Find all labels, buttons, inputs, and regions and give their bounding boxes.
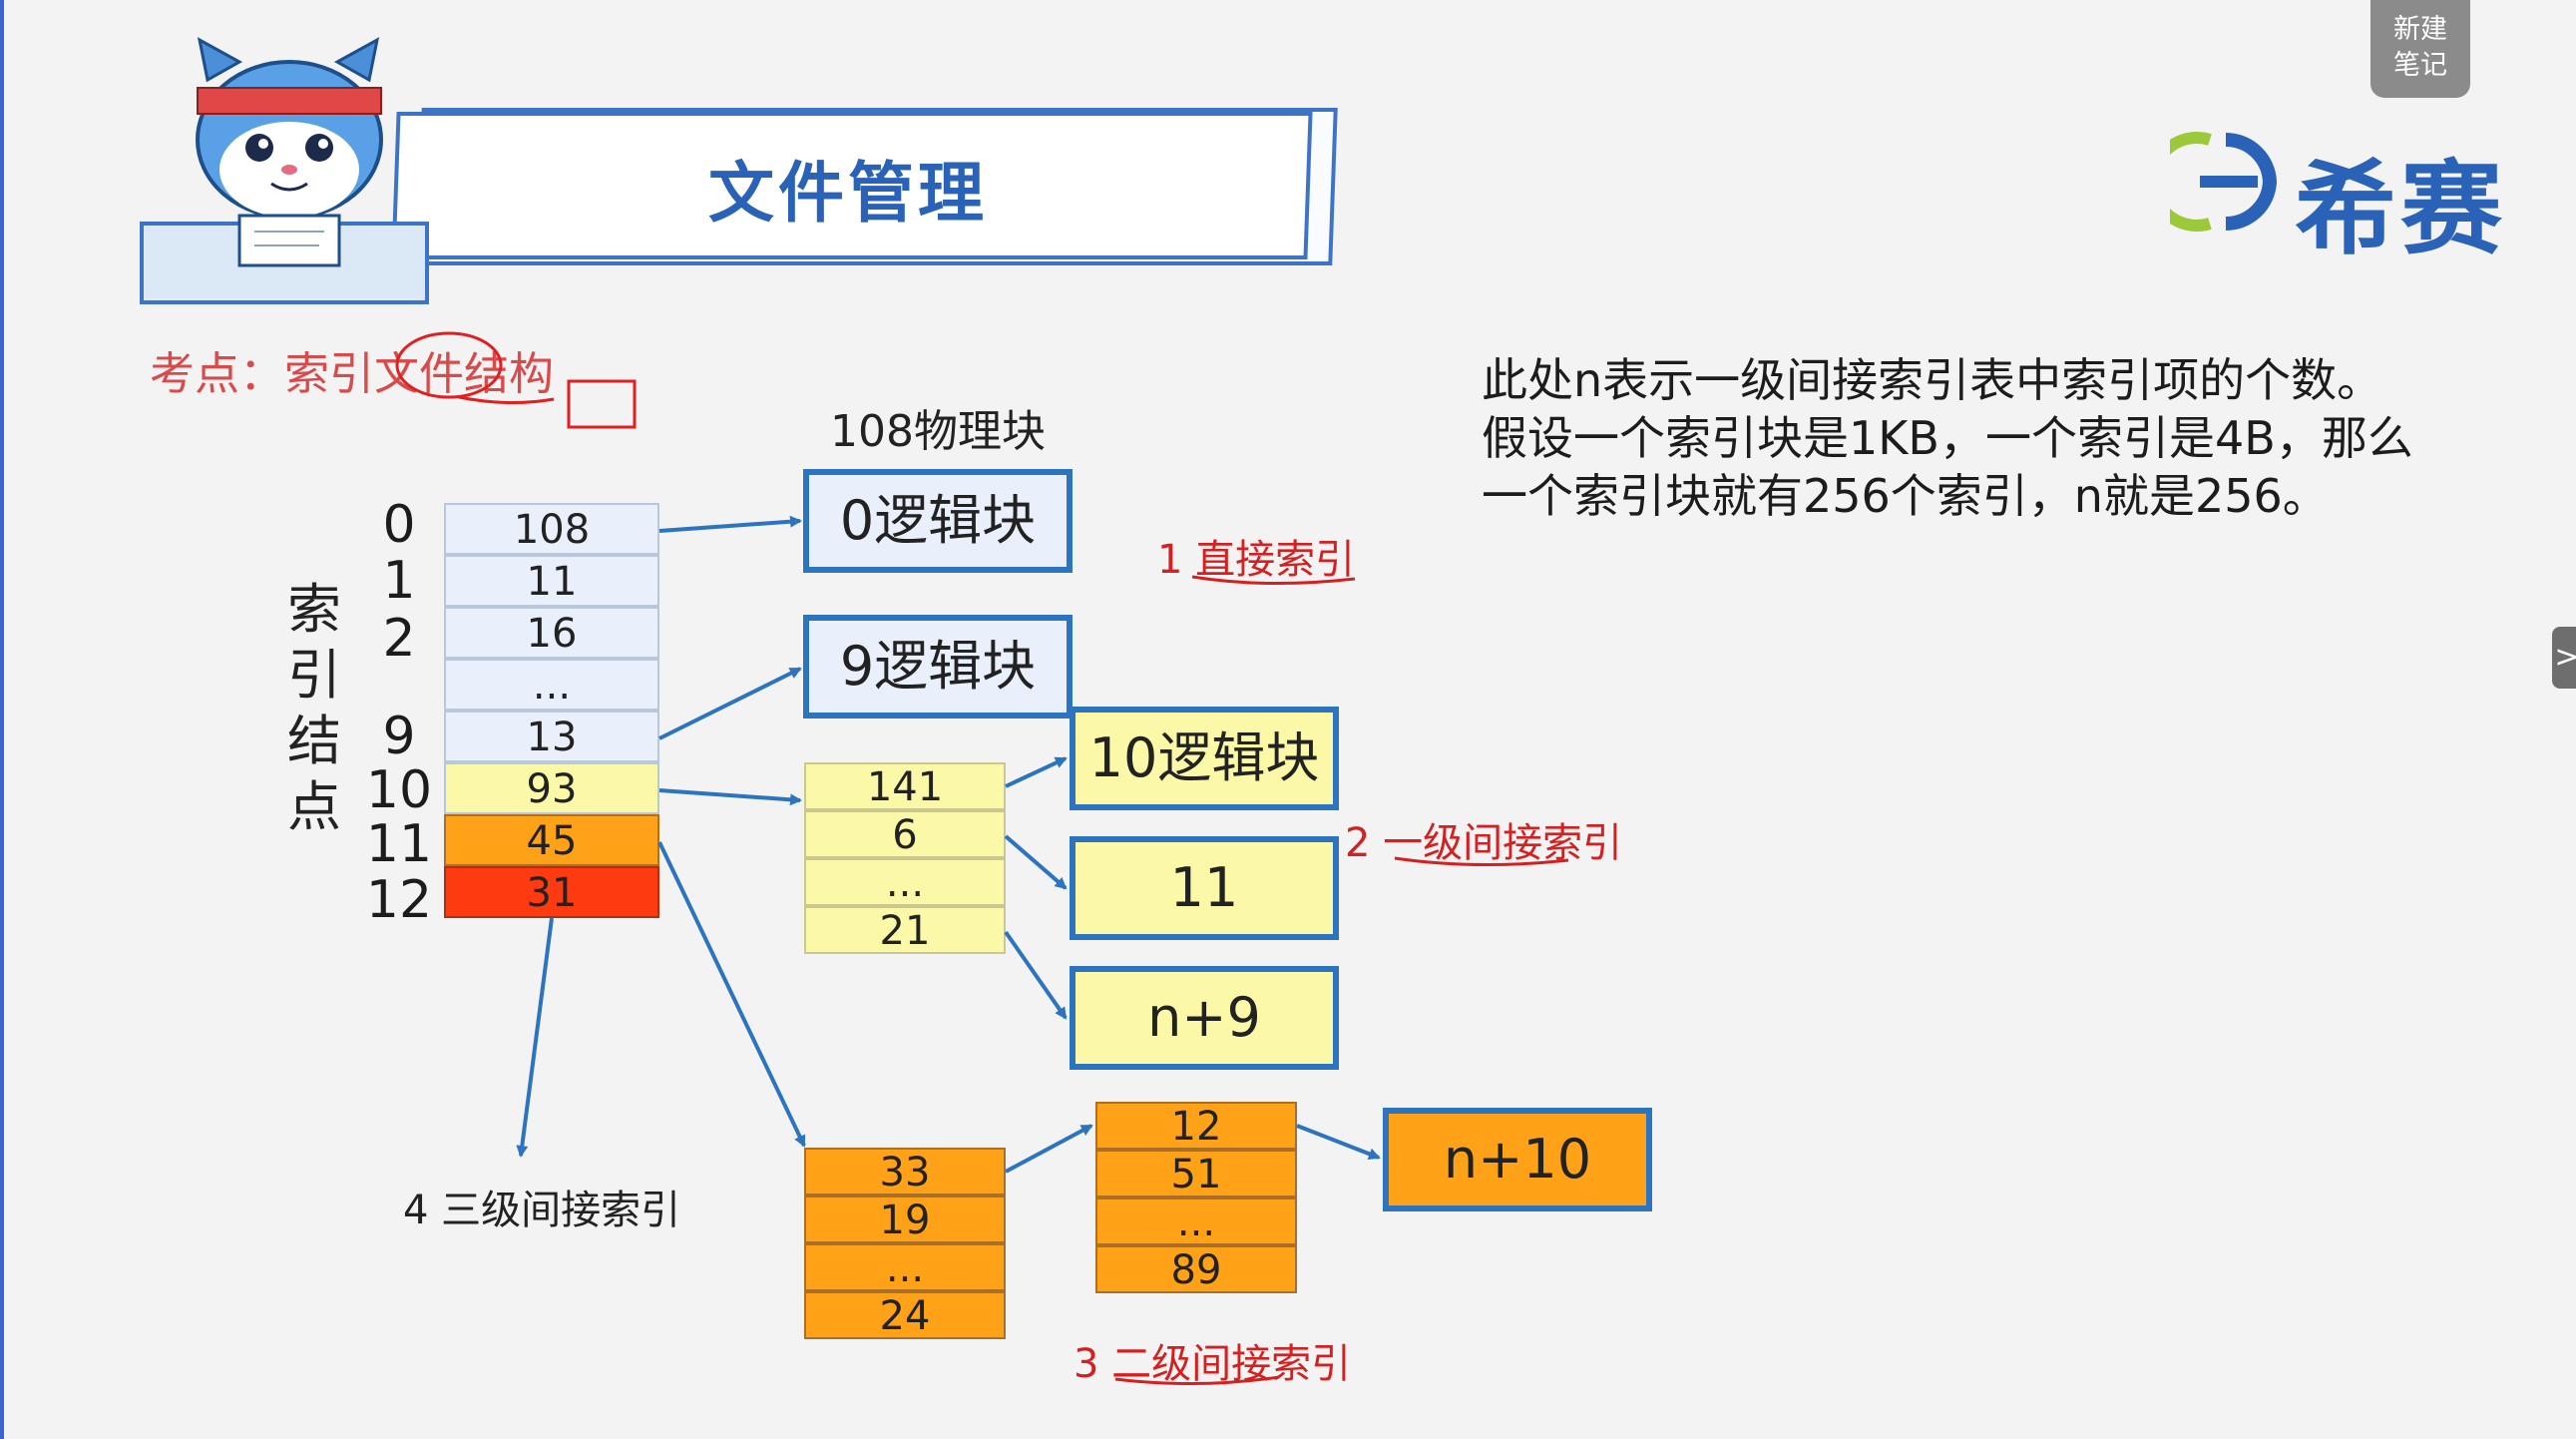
double-indirect-cell: 33 (804, 1148, 1006, 1196)
arrow-12-to-triple (516, 917, 554, 1158)
arrow-to-block-n9 (1004, 930, 1068, 1020)
single-indirect-cell: 21 (804, 906, 1006, 954)
logo-text: 希赛 (2295, 151, 2506, 269)
double-indirect-cell-2: ... (1095, 1198, 1297, 1245)
single-indirect-cell: ... (804, 858, 1006, 906)
logical-block-n10: n+10 (1383, 1108, 1652, 1211)
logical-block-0: 0逻辑块 (803, 469, 1073, 573)
row-number: 11 (365, 814, 433, 874)
index-cell: 93 (444, 762, 659, 814)
index-cell: 108 (444, 503, 659, 555)
row-number: 12 (365, 870, 433, 930)
double-indirect-cell: 24 (804, 1291, 1006, 1339)
arrow-0-to-block0 (658, 515, 802, 533)
physical-block-label: 108物理块 (830, 406, 1046, 457)
description-line-1: 此处n表示一级间接索引表中索引项的个数。 (1482, 353, 2383, 407)
index-node-char-2: 引 (287, 644, 341, 707)
index-cell: 16 (444, 607, 659, 659)
new-note-label-2: 笔记 (2393, 50, 2447, 81)
red-annotation-marks (395, 331, 637, 429)
arrow-to-block10 (1005, 756, 1068, 788)
index-node-label: 索 引 结 点 (284, 577, 344, 840)
double-indirect-cell: ... (804, 1243, 1006, 1291)
index-node-char-4: 点 (287, 775, 341, 838)
arrow-to-block11 (1004, 834, 1068, 890)
underline-direct (1191, 575, 1356, 586)
side-panel-toggle[interactable]: > (2552, 627, 2576, 689)
index-node-char-1: 索 (287, 578, 341, 641)
arrow-9-to-block9 (658, 667, 802, 740)
index-cell: 13 (444, 711, 659, 762)
description: 此处n表示一级间接索引表中索引项的个数。 假设一个索引块是1KB，一个索引是4B… (1482, 351, 2413, 525)
direct-index-label: 1 直接索引 (1157, 537, 1356, 583)
page-title: 文件管理 (708, 155, 988, 232)
row-number: 10 (365, 760, 433, 820)
row-number: 2 (382, 609, 416, 669)
description-line-2: 假设一个索引块是1KB，一个索引是4B，那么 (1482, 411, 2413, 465)
double-indirect-cell-2: 89 (1095, 1245, 1297, 1293)
arrow-10-to-single (658, 788, 802, 806)
logical-block-11: 11 (1070, 836, 1339, 940)
underline-single (1394, 856, 1569, 867)
logical-block-10: 10逻辑块 (1070, 707, 1339, 810)
left-edge-bar (0, 0, 4, 1439)
new-note-label-1: 新建 (2393, 14, 2447, 45)
xisai-logo-icon (2170, 132, 2278, 232)
single-indirect-label: 2 一级间接索引 (1345, 820, 1623, 866)
index-cell: 31 (444, 866, 659, 918)
arrow-double-to-second (1005, 1124, 1093, 1174)
arrow-11-to-double (657, 841, 806, 1148)
double-indirect-cell-2: 51 (1095, 1150, 1297, 1198)
mascot-cat-icon (196, 37, 383, 267)
logical-block-9: 9逻辑块 (803, 615, 1073, 719)
index-cell: 45 (444, 814, 659, 866)
arrow-to-block-n10 (1296, 1124, 1381, 1160)
index-cell: ... (444, 659, 659, 711)
index-node-char-3: 结 (287, 710, 341, 772)
logical-block-n9: n+9 (1070, 966, 1339, 1070)
underline-double (1114, 1375, 1280, 1386)
index-cell: 11 (444, 555, 659, 607)
triple-indirect-label: 4 三级间接索引 (403, 1188, 681, 1233)
row-number: 0 (382, 495, 416, 555)
single-indirect-cell: 6 (804, 810, 1006, 858)
exam-point: 考点：索引文件结构 (150, 347, 555, 400)
description-line-3: 一个索引块就有256个索引，n就是256。 (1482, 469, 2329, 523)
row-number: 9 (382, 707, 416, 766)
new-note-button[interactable]: 新建 笔记 (2370, 0, 2470, 98)
double-indirect-cell: 19 (804, 1196, 1006, 1243)
single-indirect-cell: 141 (804, 762, 1006, 810)
row-number: 1 (382, 551, 416, 611)
double-indirect-cell-2: 12 (1095, 1102, 1297, 1150)
